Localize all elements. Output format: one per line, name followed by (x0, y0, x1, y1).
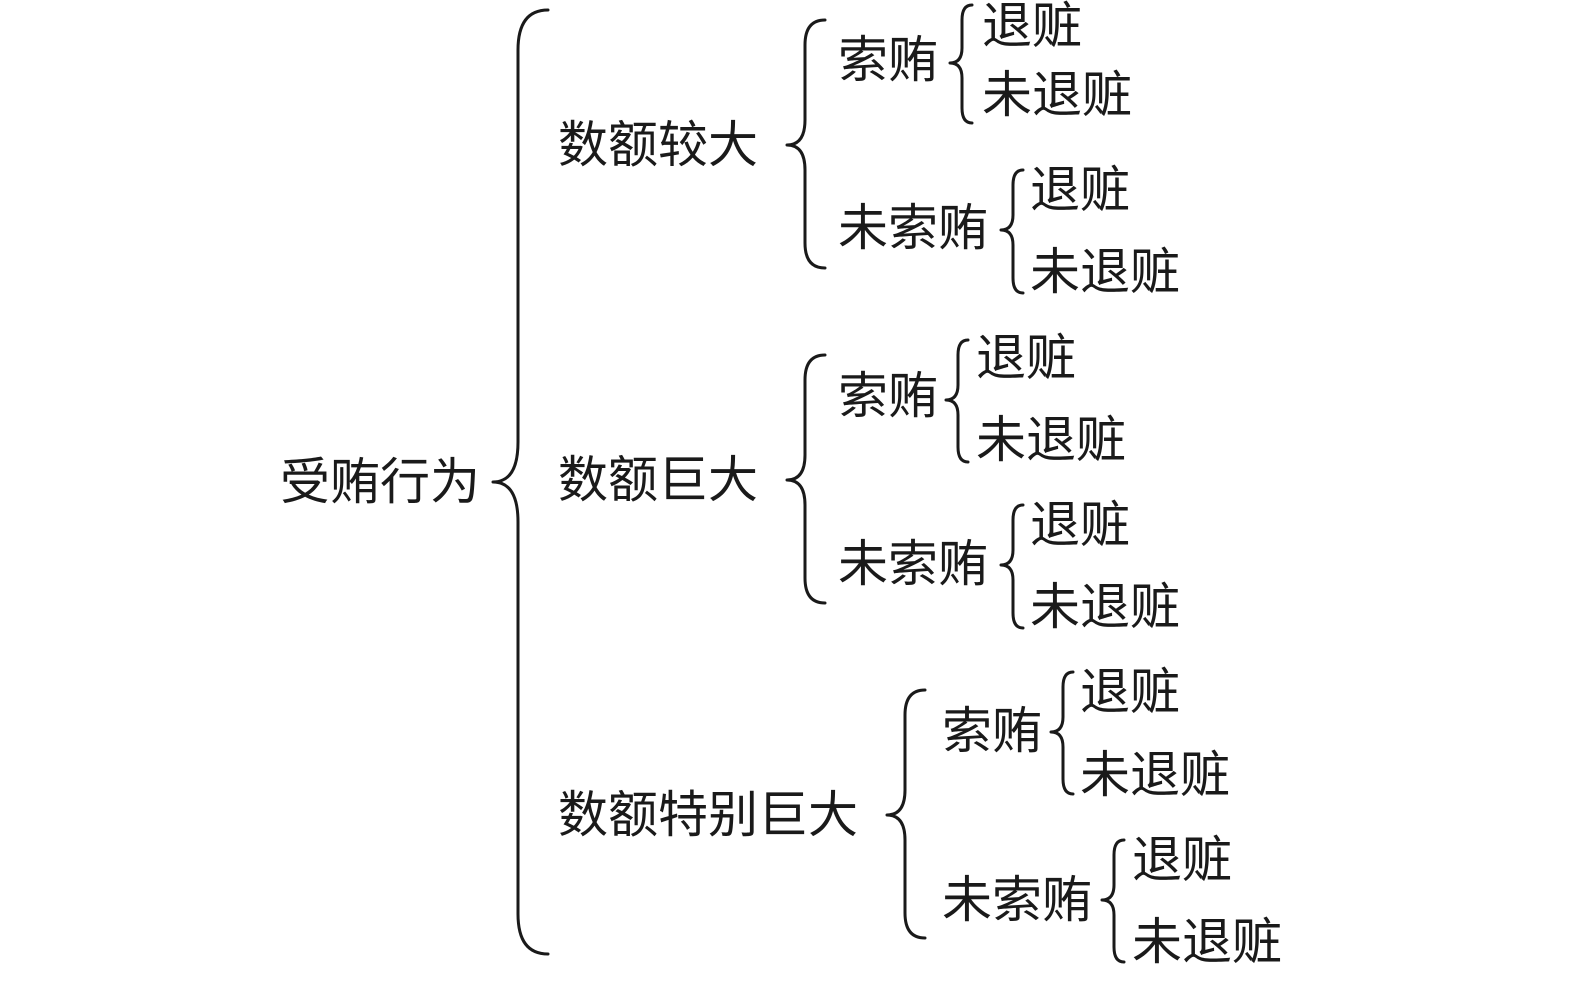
kind-label-no-demand: 未索贿 (838, 199, 988, 257)
root-label: 受贿行为 (280, 453, 480, 511)
outcome-label-returned: 退赃 (1030, 496, 1130, 554)
kind-label-demand: 索贿 (838, 367, 938, 425)
kind-label-no-demand: 未索贿 (942, 871, 1092, 929)
outcome-label-not-returned: 未退赃 (982, 66, 1132, 124)
outcome-label-returned: 退赃 (1030, 161, 1130, 219)
outcome-label-not-returned: 未退赃 (976, 411, 1126, 469)
amount-label-large: 数额较大 (558, 116, 758, 174)
outcome-label-not-returned: 未退赃 (1132, 913, 1282, 971)
kind-label-no-demand: 未索贿 (838, 535, 988, 593)
outcome-label-not-returned: 未退赃 (1030, 243, 1180, 301)
kind-label-demand: 索贿 (942, 702, 1042, 760)
kind-label-demand: 索贿 (838, 31, 938, 89)
outcome-label-returned: 退赃 (982, 0, 1082, 55)
outcome-label-returned: 退赃 (1080, 663, 1180, 721)
outcome-label-not-returned: 未退赃 (1030, 578, 1180, 636)
amount-label-especially-huge: 数额特别巨大 (558, 786, 858, 844)
amount-label-huge: 数额巨大 (558, 451, 758, 509)
outcome-label-returned: 退赃 (1132, 831, 1232, 889)
outcome-label-returned: 退赃 (976, 329, 1076, 387)
outcome-label-not-returned: 未退赃 (1080, 746, 1230, 804)
